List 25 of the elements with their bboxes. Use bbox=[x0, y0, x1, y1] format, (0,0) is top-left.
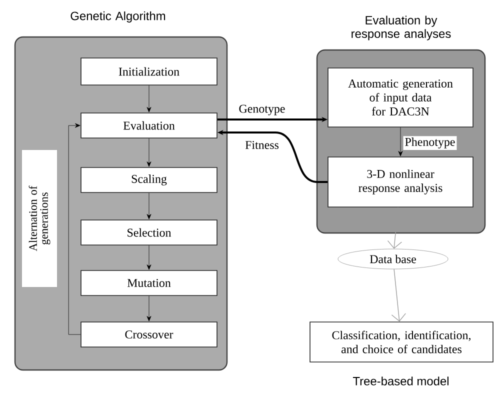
process-box: Mutation bbox=[80, 270, 218, 296]
group-heading: Genetic Algorithm bbox=[70, 11, 166, 23]
process-box: Classification, identification, and choice of candidates bbox=[310, 322, 494, 362]
process-box: Evaluation bbox=[80, 112, 218, 138]
process-box: Scaling bbox=[80, 167, 218, 193]
arrow bbox=[391, 268, 406, 322]
arrow bbox=[387, 207, 402, 249]
process-box: Selection bbox=[80, 220, 218, 246]
process-box: Initialization bbox=[80, 58, 218, 86]
process-box: Automatic generation of input data for DAC3N bbox=[328, 68, 474, 128]
arrow bbox=[146, 85, 152, 112]
process-box: Crossover bbox=[80, 322, 218, 348]
process-box: 3-D nonlinear response analysis bbox=[328, 156, 474, 208]
arrow bbox=[146, 296, 152, 322]
box-caption: Tree-based model bbox=[352, 376, 448, 386]
edge-label: Phenotype bbox=[403, 136, 457, 150]
arrow bbox=[68, 123, 81, 335]
arrow bbox=[146, 192, 152, 220]
group-heading: Evaluation by response analyses bbox=[352, 16, 451, 40]
edge-label: Genotype bbox=[237, 103, 287, 117]
edge-label: Fitness bbox=[244, 139, 280, 151]
arrow bbox=[146, 138, 152, 167]
arrow bbox=[398, 127, 403, 156]
arrow bbox=[146, 245, 152, 270]
side-label: Alternation of generations bbox=[22, 150, 57, 287]
